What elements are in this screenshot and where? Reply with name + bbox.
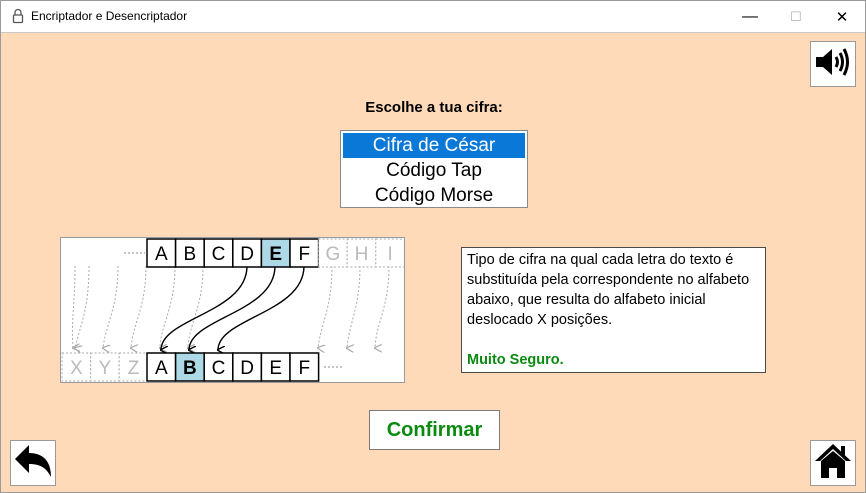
top-alphabet-row: A B C D E F G H I [146, 238, 404, 268]
title-bar: Encriptador e Desencriptador — ☐ ✕ [1, 1, 865, 33]
bottom-letter: C [212, 358, 226, 379]
bottom-alphabet-row: X Y Z A B C D E F [61, 352, 320, 382]
top-letter-faded: I [387, 244, 392, 265]
cipher-prompt: Escolhe a tua cifra: [365, 99, 503, 116]
bottom-letter: D [240, 358, 254, 379]
back-button[interactable] [10, 440, 56, 486]
top-letter: C [212, 244, 226, 265]
cipher-option-tap[interactable]: Código Tap [386, 160, 482, 181]
top-letter-faded: G [326, 244, 341, 265]
gray-shift-arrows [72, 265, 390, 348]
bottom-letter-faded: Y [99, 358, 112, 379]
top-letter: B [184, 244, 197, 265]
top-letter: D [240, 244, 254, 265]
top-letter-faded: H [355, 244, 369, 265]
window-title: Encriptador e Desencriptador [31, 9, 188, 23]
back-arrow-icon [13, 443, 53, 484]
description-text: Tipo de cifra na qual cada letra do text… [467, 252, 750, 328]
black-shift-arrows [161, 265, 305, 350]
top-letter: A [155, 244, 168, 265]
minimize-button[interactable]: — [742, 7, 758, 25]
lock-icon [12, 8, 24, 29]
sound-button[interactable] [810, 41, 856, 87]
security-level: Muito Seguro. [467, 352, 564, 368]
cipher-option-cesar[interactable]: Cifra de César [343, 133, 525, 158]
cipher-listbox[interactable]: Cifra de César Código Tap Código Morse [340, 130, 528, 208]
confirm-button[interactable]: Confirmar [369, 410, 500, 450]
bottom-letter-faded: Z [128, 358, 140, 379]
home-button[interactable] [810, 440, 856, 486]
maximize-button[interactable]: ☐ [790, 8, 802, 24]
bottom-letter-faded: X [70, 358, 83, 379]
cipher-description: Tipo de cifra na qual cada letra do text… [461, 247, 766, 373]
bottom-letter: E [269, 358, 282, 379]
caesar-diagram: A B C D E F G H I X [60, 237, 405, 383]
top-letter: F [298, 244, 310, 265]
close-button[interactable]: ✕ [835, 8, 849, 26]
top-letter-highlight: E [269, 244, 282, 265]
bottom-letter: F [298, 358, 310, 379]
bottom-letter-highlight: B [183, 358, 197, 379]
speaker-icon [814, 47, 852, 82]
bottom-letter: A [155, 358, 168, 379]
home-icon [814, 442, 852, 485]
cipher-option-morse[interactable]: Código Morse [374, 185, 494, 206]
